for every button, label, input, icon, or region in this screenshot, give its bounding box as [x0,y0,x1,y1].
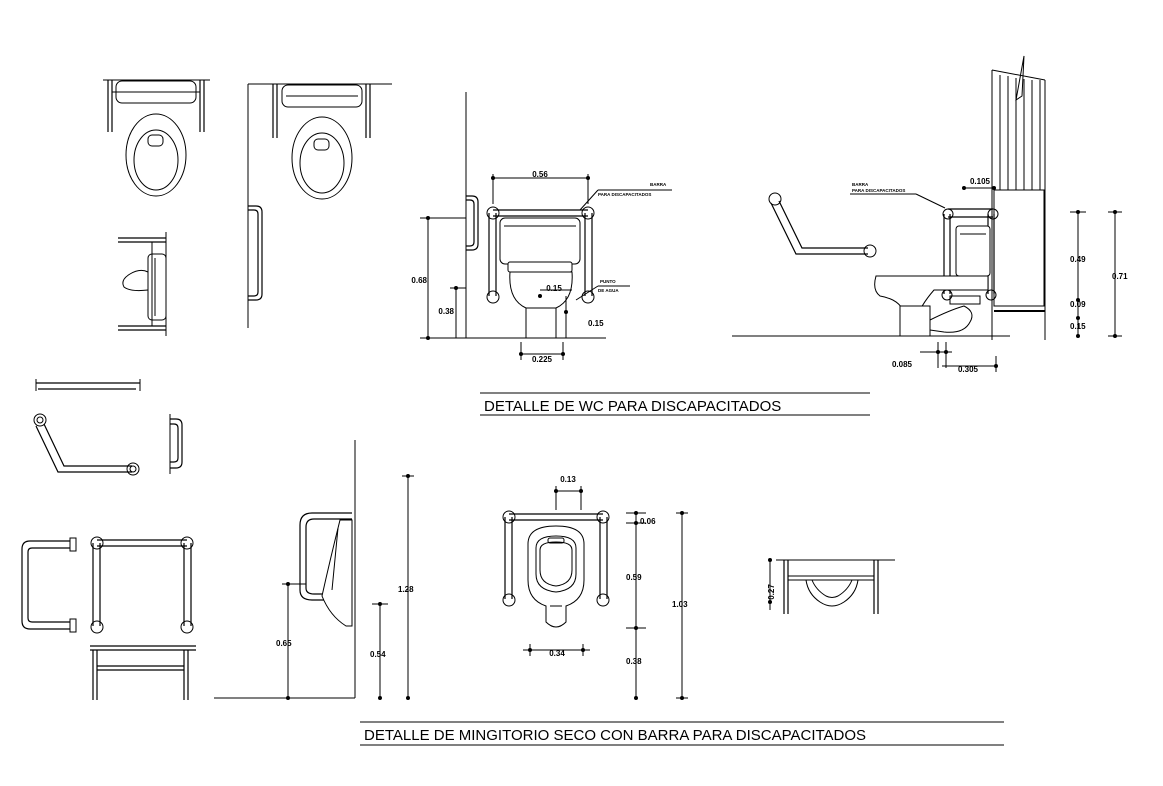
dim-wc-side-mid: 0.09 [1070,300,1086,309]
wc-side-dimensions: 0.105 BARRA PARA DISCAPACITADOS 0.49 0.0… [850,177,1128,374]
dim-urinal-side-total: 1.28 [398,585,414,594]
dim-wc-front-low: 0.38 [438,307,454,316]
wc-plan-view-2 [247,83,392,328]
dim-wc-side-wall: 0.105 [970,177,991,186]
dim-wc-front-outlet: 0.15 [546,284,562,293]
grab-bar-h-frame [90,645,196,700]
dim-urinal-front-gap: 0.13 [560,475,576,484]
note-wc-front-barra-2: PARA DISCAPACITADOS [598,192,651,197]
urinal-plan-view: 0.27 [767,558,895,614]
dim-urinal-front-bottom: 0.38 [626,657,642,666]
grab-bar-straight [35,379,141,391]
note-wc-front-punto-2: DE AGUA [598,288,619,293]
dim-wc-side-floor: 0.15 [1070,322,1086,331]
dim-urinal-front-top: 0.06 [640,517,656,526]
dim-urinal-front-mid: 0.59 [626,573,642,582]
dim-urinal-plan-depth: 0.27 [767,584,776,600]
wc-plan-view-1 [103,79,210,197]
wc-plan-view-rotated [118,232,167,336]
dim-wc-front-width: 0.56 [532,170,548,179]
note-wc-front-barra-1: BARRA [650,182,667,187]
title-wc: DETALLE DE WC PARA DISCAPACITADOS [484,398,781,415]
dim-wc-front-height: 0.68 [411,276,427,285]
wc-side-elevation [732,55,1046,340]
urinal-front-dimensions: 0.13 0.06 0.59 0.38 1.03 0.34 [523,475,688,700]
wc-front-dimensions: 0.56 0.68 0.38 0.15 0.15 0.225 BARRA PAR… [411,170,672,364]
dim-wc-side-b2: 0.305 [958,365,979,374]
grab-bar-u-shape [21,537,77,633]
grab-bar-angled [33,413,140,476]
grab-bar-side [169,414,183,474]
urinal-side-elevation [214,440,356,699]
note-wc-side-barra-2: PARA DISCAPACITADOS [852,188,905,193]
title-urinal: DETALLE DE MINGITORIO SECO CON BARRA PAR… [364,727,866,744]
dim-urinal-front-width: 0.34 [549,649,565,658]
note-wc-front-punto-1: PUNTO [600,279,616,284]
dim-urinal-front-total: 1.03 [672,600,688,609]
dim-urinal-side-bar: 0.65 [276,639,292,648]
urinal-front-elevation [502,510,610,628]
dim-wc-side-upper: 0.49 [1070,255,1086,264]
dim-wc-side-b1: 0.085 [892,360,913,369]
dim-wc-front-floor: 0.15 [588,319,604,328]
grab-bar-frame [90,536,194,634]
note-wc-side-barra-1: BARRA [852,182,869,187]
dim-urinal-side-rim: 0.54 [370,650,386,659]
urinal-side-dimensions: 1.28 0.65 0.54 [276,474,414,700]
wc-front-elevation [465,92,606,339]
dim-wc-side-total: 0.71 [1112,272,1128,281]
dim-wc-front-base: 0.225 [532,355,553,364]
